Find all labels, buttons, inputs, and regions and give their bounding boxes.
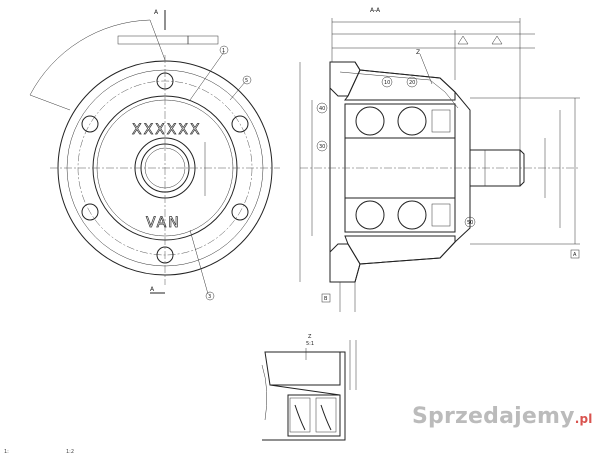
- callout-30: 30: [319, 144, 325, 150]
- watermark-text: Sprzedajemy: [412, 404, 575, 429]
- engraving-bottom: VAN: [146, 215, 181, 231]
- corner-note-mid: 1:2: [66, 449, 75, 455]
- detail-label: Z: [308, 334, 312, 340]
- callout-40: 40: [319, 106, 325, 112]
- callout-50: 50: [467, 220, 473, 226]
- bearing-top: [344, 103, 456, 139]
- bearing-bottom: [344, 197, 456, 233]
- front-view: A A XXXXXX VAN 1 3 5: [29, 9, 280, 301]
- section-view: A-A: [299, 7, 580, 312]
- callout-1: 1: [222, 48, 225, 54]
- callout-3: 3: [208, 294, 211, 300]
- engraving-top: XXXXXX: [132, 122, 202, 138]
- corner-note-left: 1:: [4, 449, 9, 455]
- bolt-hole: [231, 115, 249, 133]
- bolt-hole: [81, 203, 99, 221]
- section-mark-top: A: [154, 9, 159, 16]
- watermark-suffix: .pl: [574, 412, 593, 426]
- section-title: A-A: [370, 7, 381, 14]
- datum-a: A: [573, 252, 577, 258]
- detail-scale: 5:1: [306, 341, 314, 347]
- section-mark-bottom: A: [150, 286, 155, 293]
- bolt-hole: [81, 115, 99, 133]
- detail-label-z: Z: [416, 49, 420, 56]
- callout-10: 10: [384, 80, 390, 86]
- watermark: Sprzedajemy.pl: [412, 404, 593, 429]
- callout-5: 5: [245, 78, 248, 84]
- detail-view-z: Z 5:1: [261, 334, 357, 441]
- datum-b: B: [324, 296, 328, 302]
- callout-20: 20: [409, 80, 415, 86]
- bolt-hole: [231, 203, 249, 221]
